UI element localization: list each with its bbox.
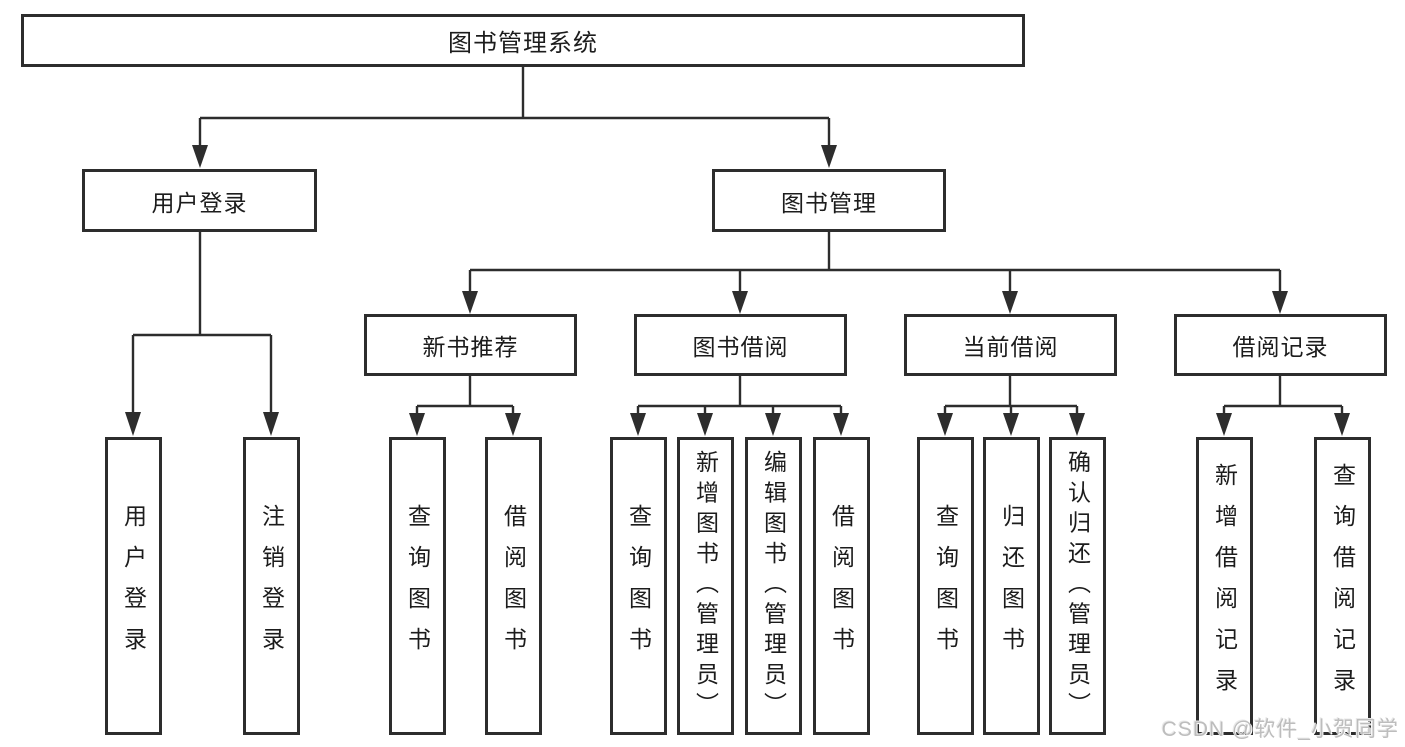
leaf-user-login: 用户登录 <box>105 437 162 735</box>
leaf-edit-books-admin: 编辑图书（管理员） <box>745 437 802 735</box>
node-label: 新增借阅记录 <box>1211 463 1238 709</box>
node-label: 当前借阅 <box>962 334 1059 360</box>
node-label: 借阅图书 <box>828 504 855 668</box>
leaf-return-books: 归还图书 <box>983 437 1040 735</box>
node-label: 新增图书（管理员） <box>692 450 719 722</box>
leaf-borrow-books-recommend: 借阅图书 <box>485 437 542 735</box>
leaf-add-books-admin: 新增图书（管理员） <box>677 437 734 735</box>
node-label: 借阅记录 <box>1232 334 1329 360</box>
node-label: 用户登录 <box>120 504 147 668</box>
node-label: 归还图书 <box>998 504 1025 668</box>
leaf-query-borrow-record: 查询借阅记录 <box>1314 437 1371 735</box>
leaf-confirm-return-admin: 确认归还（管理员） <box>1049 437 1106 735</box>
node-label: 用户登录 <box>151 189 248 216</box>
node-label: 查询借阅记录 <box>1329 463 1356 709</box>
node-root: 图书管理系统 <box>21 14 1025 67</box>
node-label: 查询图书 <box>932 504 959 668</box>
node-label: 图书管理 <box>781 189 877 216</box>
branch-user-login: 用户登录 <box>82 169 317 232</box>
leaf-query-books-recommend: 查询图书 <box>389 437 446 735</box>
node-label: 确认归还（管理员） <box>1064 450 1091 722</box>
leaf-add-borrow-record: 新增借阅记录 <box>1196 437 1253 735</box>
node-label: 图书管理系统 <box>448 30 598 57</box>
group-borrowing-records: 借阅记录 <box>1174 314 1387 376</box>
group-current-borrowing: 当前借阅 <box>904 314 1117 376</box>
node-label: 新书推荐 <box>422 334 519 360</box>
node-label: 查询图书 <box>625 504 652 668</box>
csdn-watermark: CSDN @软件_小贺同学 <box>1161 718 1399 741</box>
node-label: 编辑图书（管理员） <box>760 450 787 722</box>
branch-book-management: 图书管理 <box>712 169 946 232</box>
leaf-logout-login: 注销登录 <box>243 437 300 735</box>
leaf-borrow-books: 借阅图书 <box>813 437 870 735</box>
group-book-borrowing: 图书借阅 <box>634 314 847 376</box>
node-label: 图书借阅 <box>692 334 789 360</box>
leaf-query-books-current: 查询图书 <box>917 437 974 735</box>
node-label: 注销登录 <box>258 504 285 668</box>
node-label: 查询图书 <box>404 504 431 668</box>
group-new-book-recommendation: 新书推荐 <box>364 314 577 376</box>
node-label: 借阅图书 <box>500 504 527 668</box>
leaf-query-books-borrowing: 查询图书 <box>610 437 667 735</box>
